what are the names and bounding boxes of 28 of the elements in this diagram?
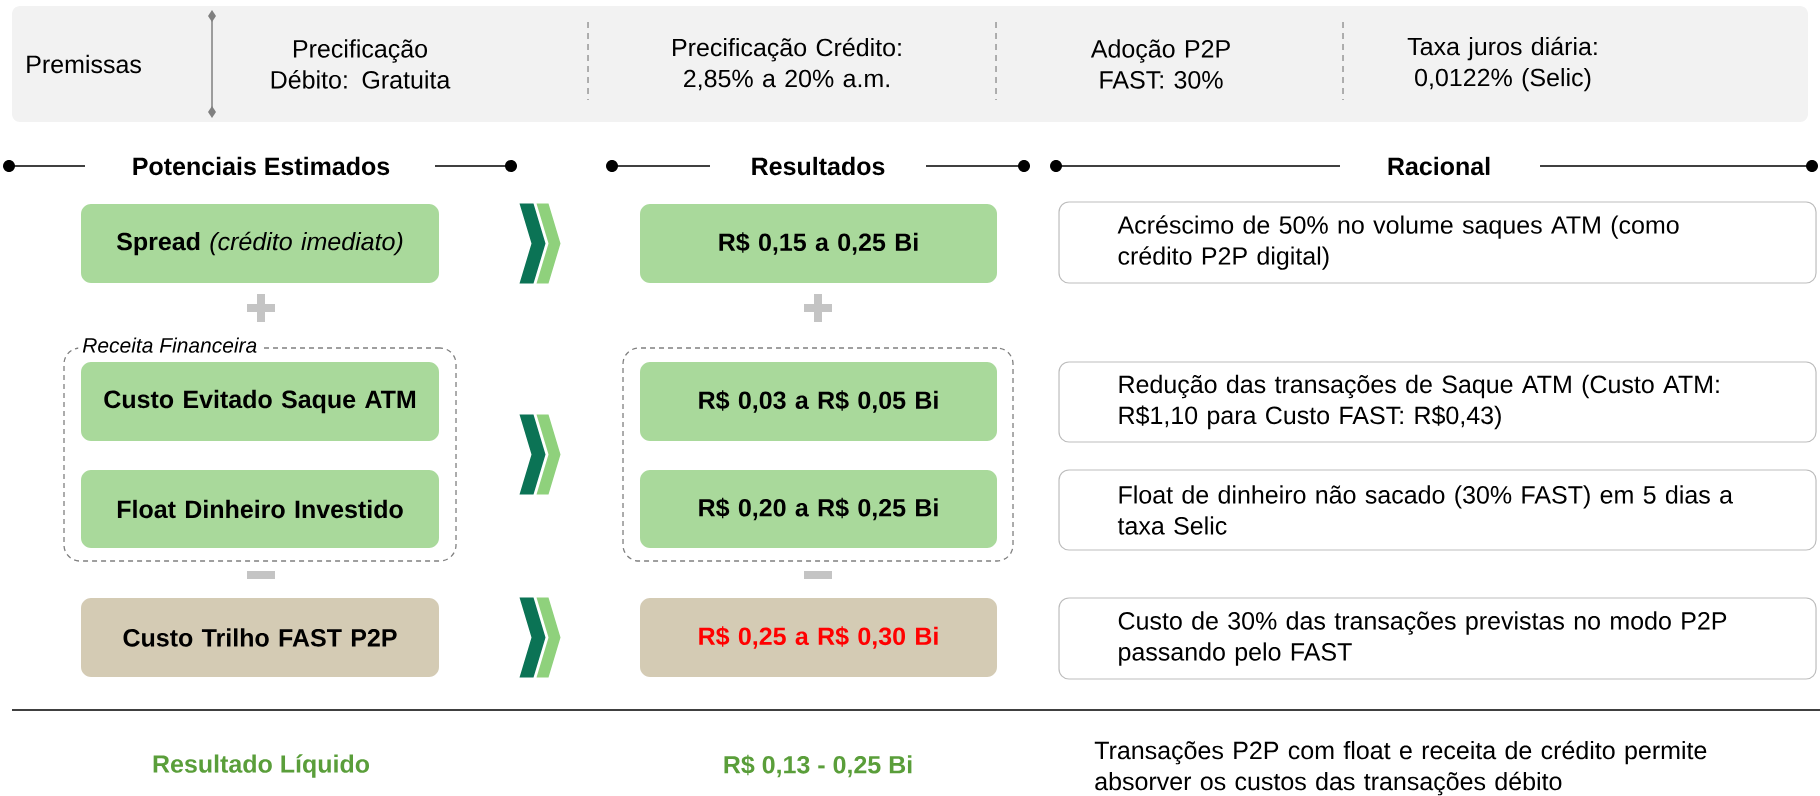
premise-text: Adoção P2P FAST: 30% [1090, 39, 1230, 89]
premise-text: Taxa juros diária: 0,0122% (Selic) [1407, 36, 1597, 92]
chevron-arrow [519, 203, 561, 284]
net-result-value: R$ 0,13 - 0,25 Bi [724, 754, 912, 778]
potential-box: Spread (crédito imediato) [81, 204, 439, 283]
premises-label: Premissas [27, 54, 141, 74]
dashed-group [622, 347, 1014, 562]
premise-text: Precificação Débito: Gratuita [271, 39, 451, 89]
result-box: R$ 0,03 a R$ 0,05 Bi [640, 362, 997, 441]
chevron-arrow [519, 414, 561, 495]
rationale-box: Custo de 30% das transações previstas no modo P2P passando pelo FAST [1058, 597, 1817, 680]
chevron-arrow [519, 597, 561, 678]
cost-box: Custo Trilho FAST P2P [81, 598, 439, 677]
column-heading: Racional [1388, 156, 1490, 176]
result-box: R$ 0,25 a R$ 0,30 Bi [640, 598, 997, 677]
rationale-box: Float de dinheiro não sacado (30% FAST) em 5 dias a taxa Selic [1058, 469, 1817, 551]
premise-text: Precificação Crédito: 2,85% a 20% a.m. [673, 37, 901, 91]
potential-box: Float Dinheiro Investido [81, 470, 439, 548]
column-heading: Resultados [752, 156, 885, 176]
rationale-box: Redução das transações de Saque ATM (Custo ATM: R$1,10 para Custo FAST: R$0,43) [1058, 361, 1817, 443]
result-box: R$ 0,15 a 0,25 Bi [640, 204, 997, 283]
rationale-box: Acréscimo de 50% no volume saques ATM (como crédito P2P digital) [1058, 201, 1817, 284]
potential-box: Custo Evitado Saque ATM [81, 362, 439, 441]
group-heading: Receita Financeira [78, 336, 262, 354]
column-heading: Potenciais Estimados [133, 156, 390, 176]
net-result-note: Transações P2P com float e receita de crédito permite absorver os custos das transações débito [1094, 740, 1707, 796]
net-result-label: Resultado Líquido [153, 754, 370, 778]
result-box: R$ 0,20 a R$ 0,25 Bi [640, 470, 997, 548]
